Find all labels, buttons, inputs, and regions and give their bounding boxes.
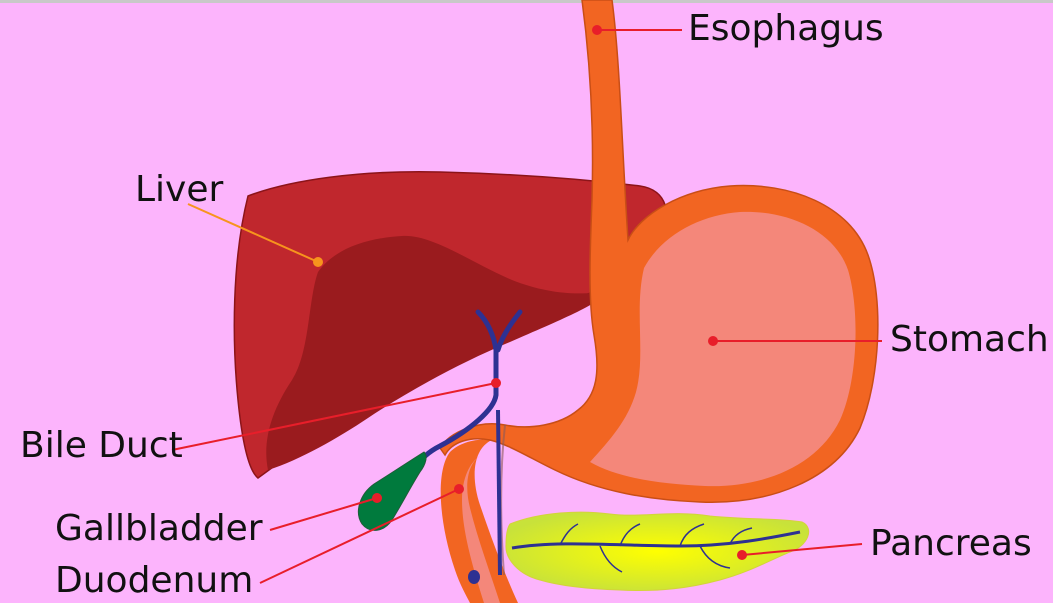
esophagus-label: Esophagus — [688, 11, 884, 47]
duodenum-label: Duodenum — [55, 563, 253, 599]
pancreas-label: Pancreas — [870, 526, 1032, 562]
gallbladder — [358, 452, 426, 530]
pancreas — [506, 512, 809, 590]
stomach-label: Stomach — [890, 322, 1049, 358]
gallbladder-label: Gallbladder — [55, 511, 263, 547]
bile-duct-label: Bile Duct — [20, 428, 183, 464]
liver-label: Liver — [135, 172, 223, 208]
